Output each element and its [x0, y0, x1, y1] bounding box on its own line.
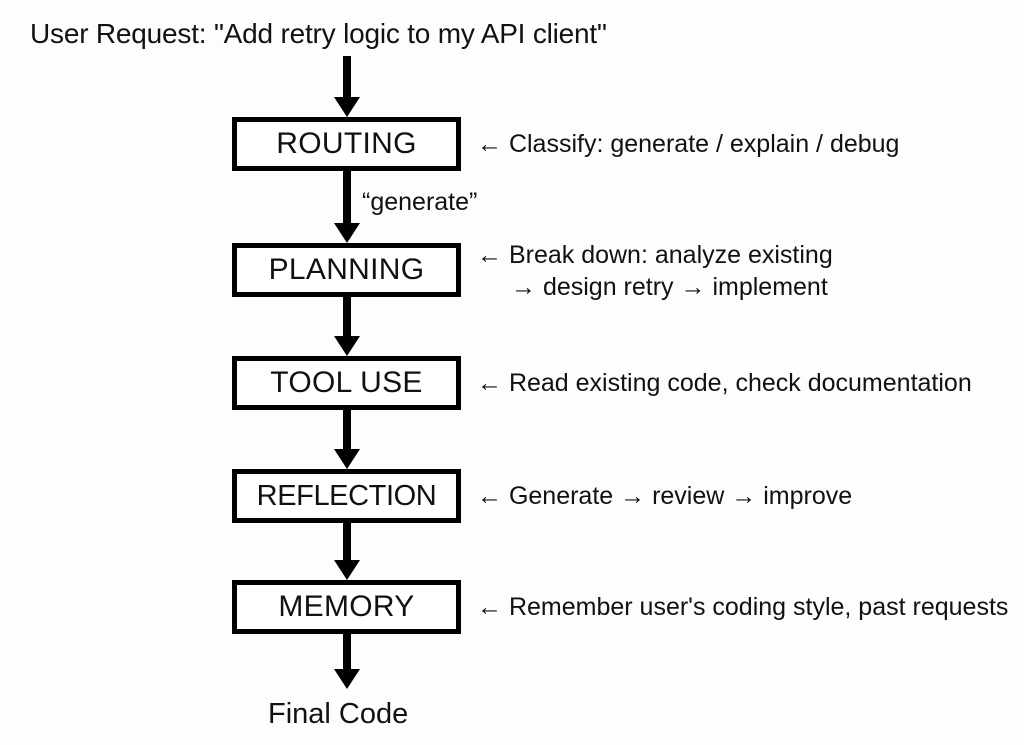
stage-label-memory: MEMORY	[278, 590, 415, 623]
annotation-routing: ← Classify: generate / explain / debug	[477, 128, 899, 160]
stage-box-routing[interactable]: ROUTING	[232, 117, 461, 171]
arrow-head	[334, 449, 360, 469]
stage-box-planning[interactable]: PLANNING	[232, 243, 461, 297]
annotation-planning-line-1: ← Break down: analyze existing	[477, 241, 833, 269]
annotation-memory-line-1: ← Remember user's coding style, past req…	[477, 593, 1009, 621]
arrow-head	[334, 336, 360, 356]
arrow-head	[334, 560, 360, 580]
annotation-planning-line-2: → design retry → implement	[511, 273, 828, 301]
arrow-stem	[343, 634, 351, 669]
stage-label-tool-use: TOOL USE	[270, 366, 423, 399]
arrow-head	[334, 223, 360, 243]
connector-arrow-tooluse-to-reflection	[334, 410, 360, 469]
annotation-reflection-line-1: ← Generate → review → improve	[477, 482, 853, 510]
arrow-stem	[343, 410, 351, 449]
connector-arrow-memory-to-final-code	[334, 634, 360, 689]
connector-arrow-planning-to-tooluse	[334, 297, 360, 356]
arrow-head	[334, 669, 360, 689]
arrow-head	[334, 97, 360, 117]
final-code-text: Final Code	[268, 698, 409, 730]
connector-arrow-routing-to-planning	[334, 171, 360, 243]
connector-arrow-request-to-routing	[334, 56, 360, 117]
stage-label-reflection: REFLECTION	[256, 479, 437, 512]
arrow-stem	[343, 171, 351, 223]
stage-box-tool-use[interactable]: TOOL USE	[232, 356, 461, 410]
edge-label-generate: “generate”	[362, 188, 478, 216]
user-request-text: User Request: "Add retry logic to my API…	[30, 18, 607, 49]
annotation-tool-use: ← Read existing code, check documentatio…	[477, 367, 972, 399]
stage-label-routing: ROUTING	[276, 127, 417, 160]
annotation-reflection: ← Generate → review → improve	[477, 480, 852, 512]
arrow-stem	[343, 56, 351, 97]
annotation-memory: ← Remember user's coding style, past req…	[477, 591, 1008, 623]
annotation-planning: ← Break down: analyze existing → design …	[477, 239, 833, 303]
stage-box-memory[interactable]: MEMORY	[232, 580, 461, 634]
annotation-tool-use-line-1: ← Read existing code, check documentatio…	[477, 369, 972, 397]
arrow-stem	[343, 297, 351, 336]
stage-label-planning: PLANNING	[268, 253, 425, 286]
connector-arrow-reflection-to-memory	[334, 523, 360, 580]
stage-box-reflection[interactable]: REFLECTION	[232, 469, 461, 523]
arrow-stem	[343, 523, 351, 560]
annotation-routing-line-1: ← Classify: generate / explain / debug	[477, 130, 900, 158]
